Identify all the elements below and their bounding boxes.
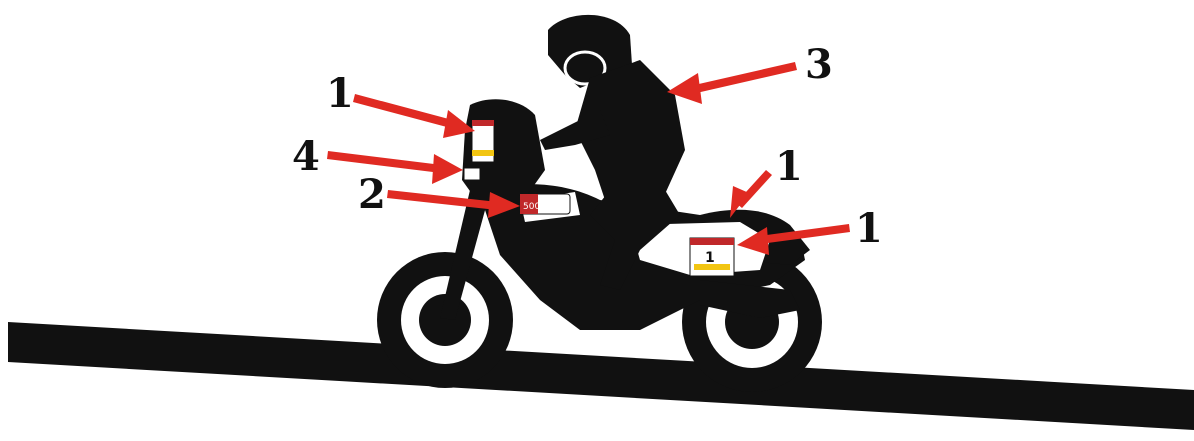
fairing-sticker-text: 500 <box>523 202 540 212</box>
arrow-windshield-side <box>327 151 463 184</box>
fairing-sponsor-sticker: 500 <box>520 194 570 214</box>
callout-label-fairing-sponsor: 2 <box>358 171 386 218</box>
arrow-front-top <box>353 94 475 138</box>
rear-plate-number: 1 <box>705 250 715 266</box>
rear-number-plate: 1 <box>690 238 734 276</box>
callout-label-rider-suit: 3 <box>805 41 833 88</box>
callout-label-rear-top: 1 <box>775 143 803 190</box>
arrow-rider <box>667 62 797 104</box>
callout-label-windshield-side: 4 <box>292 133 320 180</box>
ground-road-strip <box>8 322 1194 430</box>
callout-label-sticker-front-top: 1 <box>326 70 354 117</box>
callout-label-rear-side-plate: 1 <box>855 205 883 252</box>
